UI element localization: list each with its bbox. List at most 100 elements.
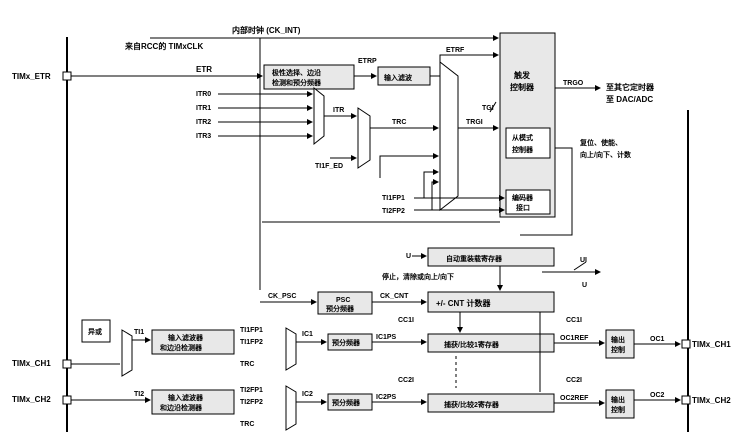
filter-edge-2-line2: 和边沿检测器 bbox=[159, 403, 203, 412]
ti2-label: TI2 bbox=[134, 391, 144, 398]
ti2fp2-label: TI2FP2 bbox=[240, 399, 263, 406]
itr-mux bbox=[313, 86, 325, 146]
etrf-label: ETRF bbox=[446, 47, 465, 54]
slave-ctrl-line1: 从模式 bbox=[512, 133, 533, 142]
out-ctrl-1-line1: 输出 bbox=[611, 335, 625, 344]
prescaler-2-label: 预分频器 bbox=[332, 398, 361, 407]
tgi-flag bbox=[489, 101, 497, 113]
trigger-mux bbox=[439, 60, 459, 212]
auto-reload-label: 自动重装载寄存器 bbox=[446, 254, 503, 263]
xor-box bbox=[81, 319, 111, 343]
trc-ch1-label: TRC bbox=[240, 361, 254, 368]
slave-note-line2: 向上/向下、计数 bbox=[580, 150, 632, 159]
slave-ctrl-line2: 控制器 bbox=[512, 145, 534, 154]
ti1fp1-mux-wire bbox=[423, 169, 439, 198]
psc-box bbox=[317, 291, 373, 315]
slave-ctrl-box bbox=[505, 127, 551, 159]
encoder-box bbox=[505, 189, 551, 215]
oc2ref-label: OC2REF bbox=[560, 395, 589, 402]
internal-clock-label: 内部时钟 (CK_INT) bbox=[232, 25, 301, 35]
slave-mode-block bbox=[499, 32, 556, 218]
timx-etr-label: TIMx_ETR bbox=[12, 72, 51, 81]
trigger-ctrl-line2: 控制器 bbox=[510, 82, 535, 92]
prescaler-1-label: 预分频器 bbox=[332, 338, 361, 347]
capcomp1-label: 捕获/比较1寄存器 bbox=[444, 340, 500, 349]
input-filter-label: 输入滤波 bbox=[384, 73, 413, 82]
filter-edge-1-line2: 和边沿检测器 bbox=[159, 343, 203, 352]
timx-ch2-out-label: TIMx_CH2 bbox=[692, 396, 731, 405]
ck-cnt-label: CK_CNT bbox=[380, 293, 409, 300]
out-ctrl-1-line2: 控制 bbox=[611, 345, 625, 354]
xor-label: 异或 bbox=[88, 327, 102, 336]
ic2-mux bbox=[285, 385, 297, 431]
polarity-line1: 极性选择、边沿 bbox=[272, 68, 321, 77]
ti1-mux bbox=[121, 329, 133, 377]
ti2fp1-label: TI2FP1 bbox=[240, 387, 263, 394]
cnt-label: +/- CNT 计数器 bbox=[436, 298, 491, 308]
capcomp2-label: 捕获/比较2寄存器 bbox=[444, 400, 500, 409]
encoder-line1: 编码器 bbox=[512, 193, 534, 202]
ti1-label: TI1 bbox=[134, 329, 144, 336]
ch1-in-pin bbox=[62, 359, 72, 369]
ic1ps-label: IC1PS bbox=[376, 334, 397, 341]
itr1-label: ITR1 bbox=[196, 105, 211, 112]
trigger-ctrl-line1: 触发 bbox=[514, 70, 531, 80]
stop-note: 停止，清除或向上/向下 bbox=[382, 272, 454, 281]
filter-edge-1-box bbox=[151, 329, 235, 355]
filter-edge-2-box bbox=[151, 389, 235, 415]
psc-line2: 预分频器 bbox=[326, 304, 355, 313]
to-others-line2: 至 DAC/ADC bbox=[606, 95, 653, 104]
ti2fp2-mux-wire bbox=[431, 179, 439, 210]
filter-edge-2-line1: 输入滤波器 bbox=[168, 393, 204, 402]
slave-note-line1: 复位、使能、 bbox=[579, 138, 622, 147]
ti2fp2-top-label: TI2FP2 bbox=[382, 208, 405, 215]
trgi-label: TRGI bbox=[466, 119, 483, 126]
out-ctrl-2-box bbox=[605, 389, 635, 419]
ui-flag bbox=[573, 261, 587, 271]
oc2-label: OC2 bbox=[650, 392, 665, 399]
etr-pin bbox=[62, 71, 72, 81]
ch2-out-pin bbox=[681, 395, 691, 405]
itr-label: ITR bbox=[333, 107, 344, 114]
itr0-label: ITR0 bbox=[196, 91, 211, 98]
ch1-out-pin bbox=[681, 339, 691, 349]
trc-label: TRC bbox=[392, 119, 406, 126]
timx-ch1-out-label: TIMx_CH1 bbox=[692, 340, 731, 349]
ic1-label: IC1 bbox=[302, 331, 313, 338]
ti1fp1-top-label: TI1FP1 bbox=[382, 195, 405, 202]
trc-ch2-label: TRC bbox=[240, 421, 254, 428]
trc-loop-wire bbox=[379, 153, 439, 178]
u-label-top: U bbox=[406, 253, 411, 260]
trc-mux bbox=[357, 107, 371, 169]
cnt-box bbox=[427, 291, 555, 313]
ic1-mux bbox=[285, 327, 297, 371]
out-ctrl-1-box bbox=[605, 329, 635, 359]
ui-label: UI bbox=[580, 257, 587, 264]
encoder-line2: 接口 bbox=[516, 203, 530, 212]
slave-ctrl-out-wire bbox=[520, 147, 573, 236]
itr2-label: ITR2 bbox=[196, 119, 211, 126]
filter-edge-1-line1: 输入滤波器 bbox=[168, 333, 204, 342]
cc1i-right-label: CC1I bbox=[566, 317, 582, 324]
tgi-label: TGI bbox=[482, 105, 494, 112]
out-ctrl-2-line2: 控制 bbox=[611, 405, 625, 414]
auto-reload-box bbox=[427, 247, 555, 267]
oc1ref-label: OC1REF bbox=[560, 335, 589, 342]
to-others-line1: 至其它定时器 bbox=[606, 82, 655, 92]
polarity-edge-prescaler-box bbox=[263, 64, 355, 90]
ck-psc-label: CK_PSC bbox=[268, 293, 296, 300]
ti1f-ed-label: TI1F_ED bbox=[315, 163, 343, 170]
timx-ch1-in-label: TIMx_CH1 bbox=[12, 359, 51, 368]
psc-line1: PSC bbox=[336, 297, 350, 304]
cc2i-right-label: CC2I bbox=[566, 377, 582, 384]
polarity-line2: 检测和预分频器 bbox=[272, 78, 322, 87]
ic2ps-label: IC2PS bbox=[376, 394, 397, 401]
etr-label: ETR bbox=[196, 65, 212, 74]
ti1fp1-label: TI1FP1 bbox=[240, 327, 263, 334]
ti1fp2-label: TI1FP2 bbox=[240, 339, 263, 346]
etrp-label: ETRP bbox=[358, 58, 377, 65]
timx-ch2-in-label: TIMx_CH2 bbox=[12, 395, 51, 404]
ch2-in-pin bbox=[62, 395, 72, 405]
